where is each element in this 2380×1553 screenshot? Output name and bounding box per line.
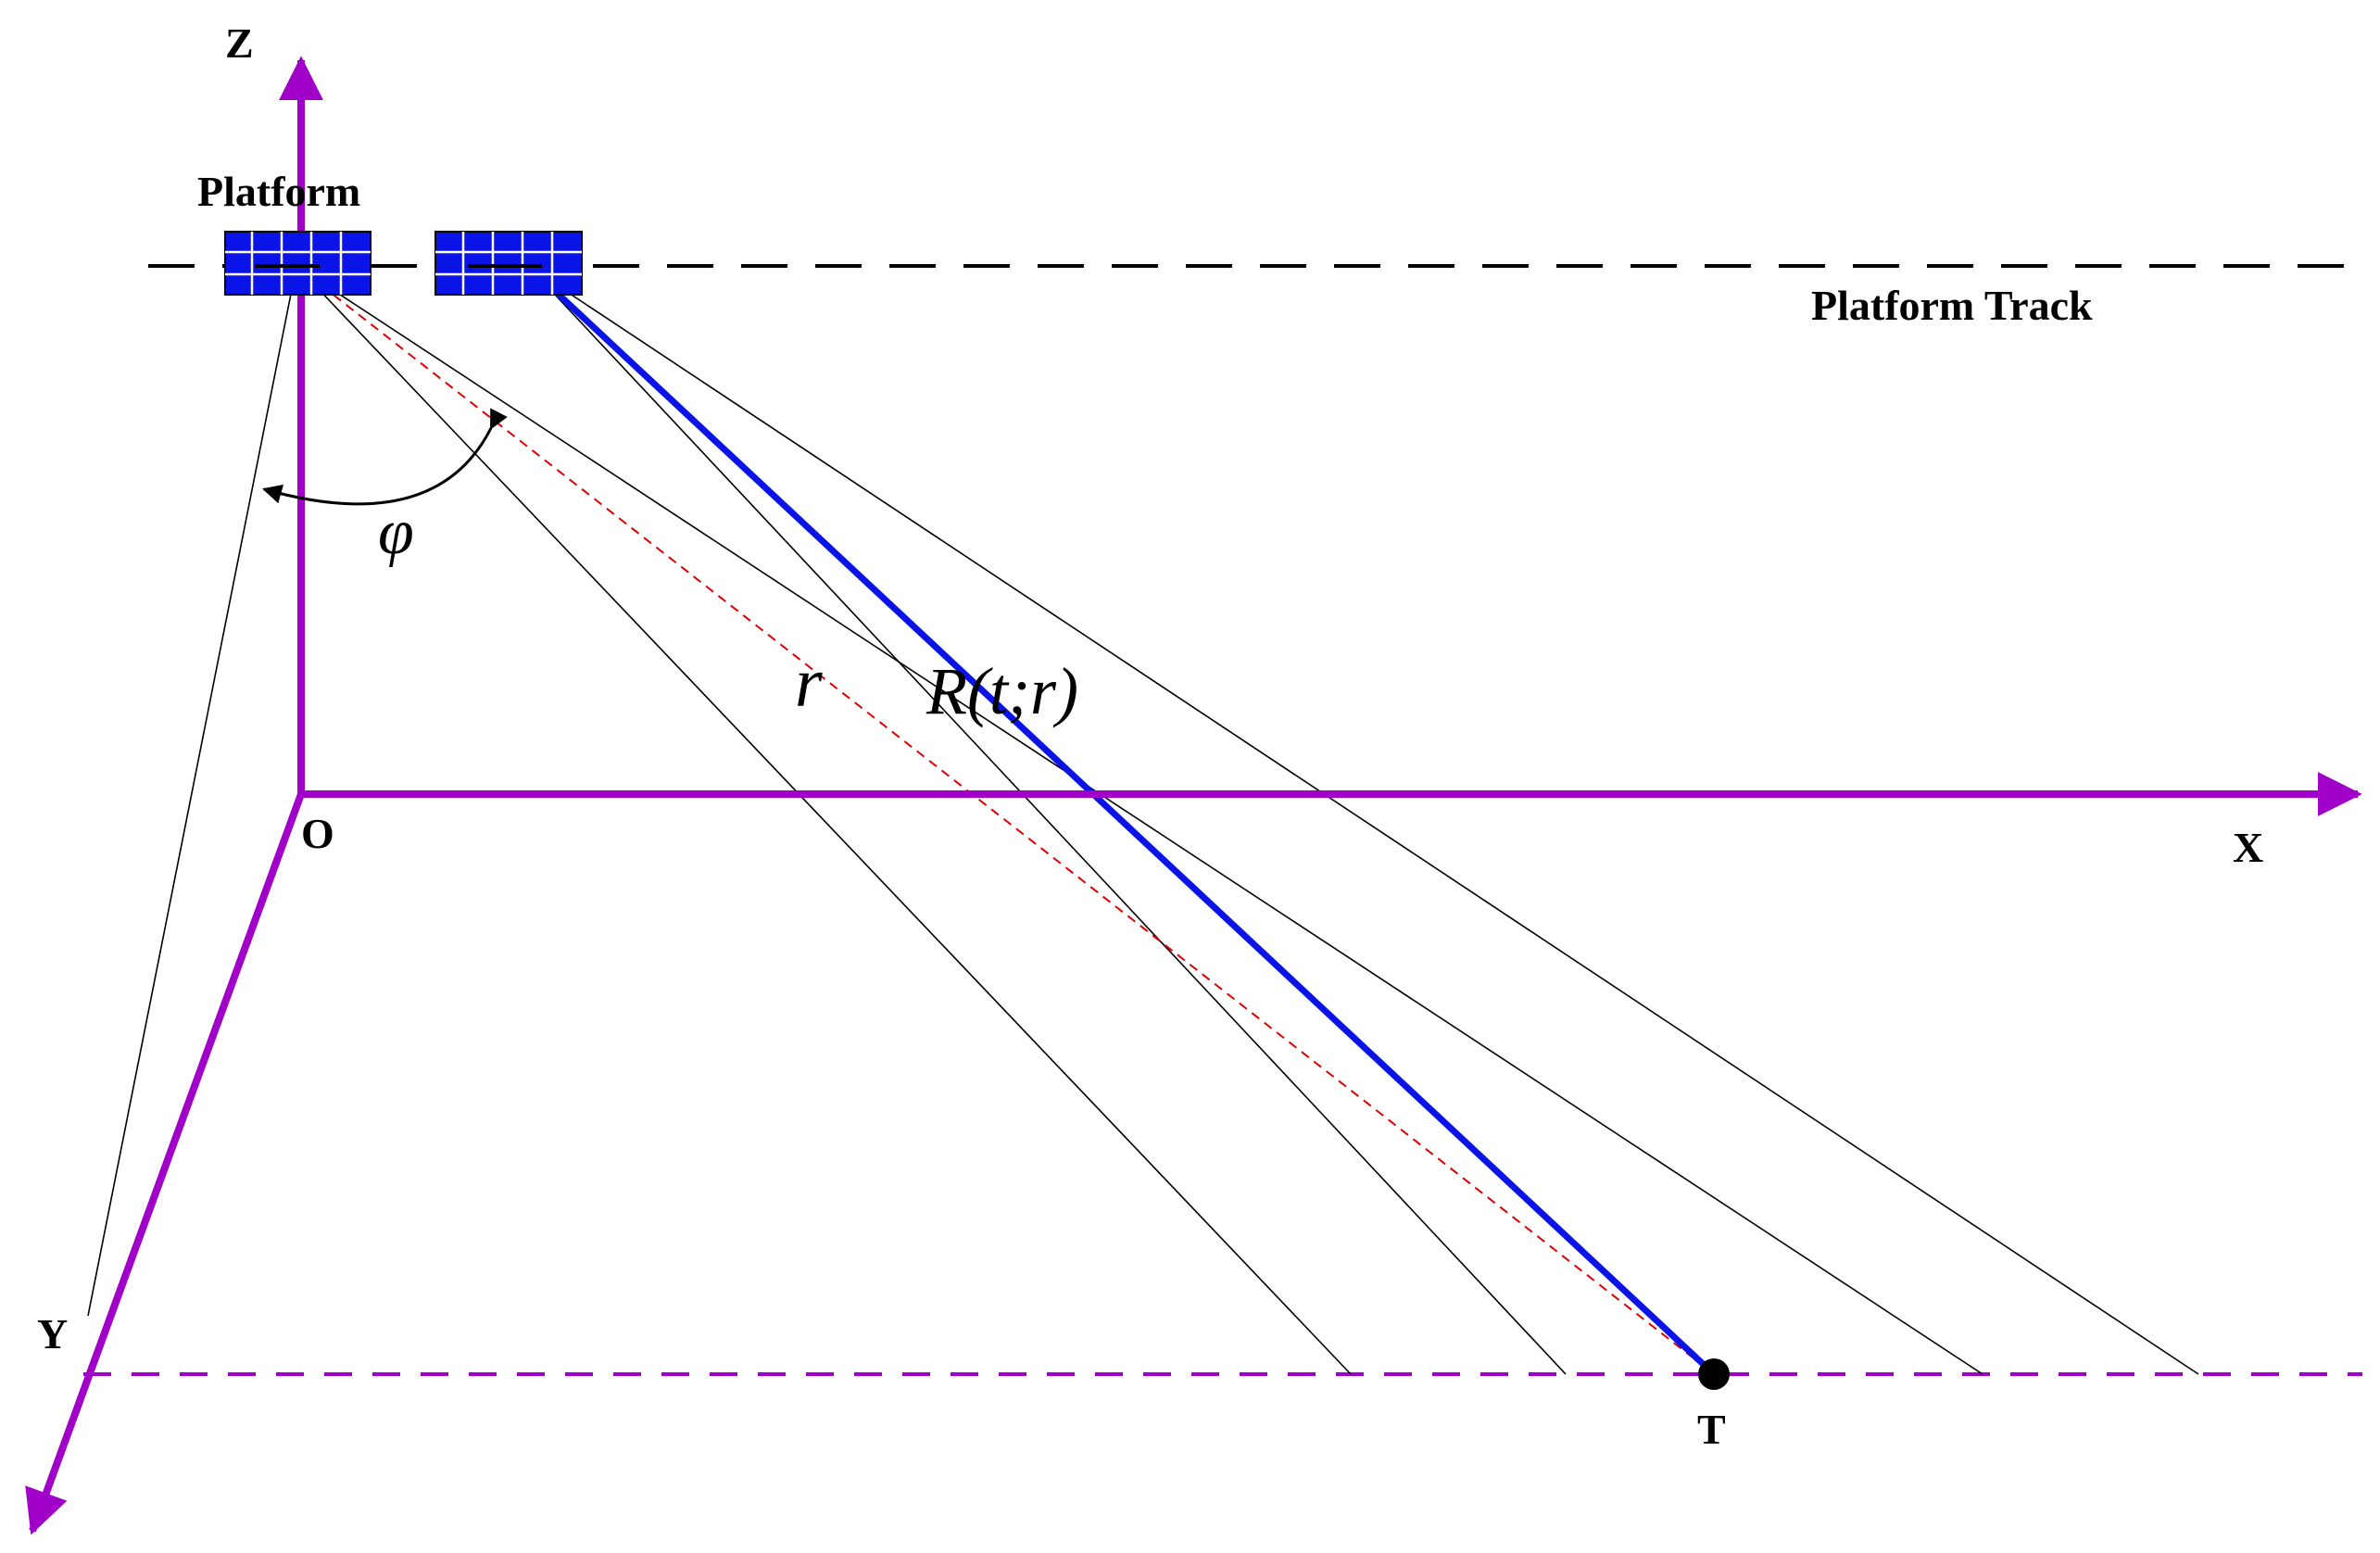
target-point [1698, 1358, 1730, 1390]
z-axis-label: Z [225, 19, 254, 67]
closest-range-line [296, 265, 1715, 1375]
y-axis-label: Y [37, 1310, 68, 1357]
look-angle-arc [261, 408, 508, 506]
platform-track-label: Platform Track [1811, 282, 2093, 329]
platform-label: Platform [197, 168, 360, 215]
origin-label: O [301, 810, 334, 857]
range-r-label: r [795, 644, 823, 722]
beam-line [527, 265, 1567, 1375]
target-label: T [1697, 1406, 1726, 1453]
instantaneous-range-line [525, 263, 1717, 1377]
platform-icon [434, 231, 583, 296]
platform-icon [224, 231, 371, 296]
range-R-label: R(t;r) [926, 654, 1078, 728]
beam-line [296, 265, 1983, 1375]
angle-label: φ [378, 497, 414, 568]
beam-line [296, 265, 1352, 1375]
beam-lines [87, 265, 2199, 1375]
beam-line [527, 265, 2199, 1375]
beam-line [87, 265, 297, 1317]
y-axis [25, 792, 305, 1535]
x-axis-label: X [2233, 824, 2263, 871]
